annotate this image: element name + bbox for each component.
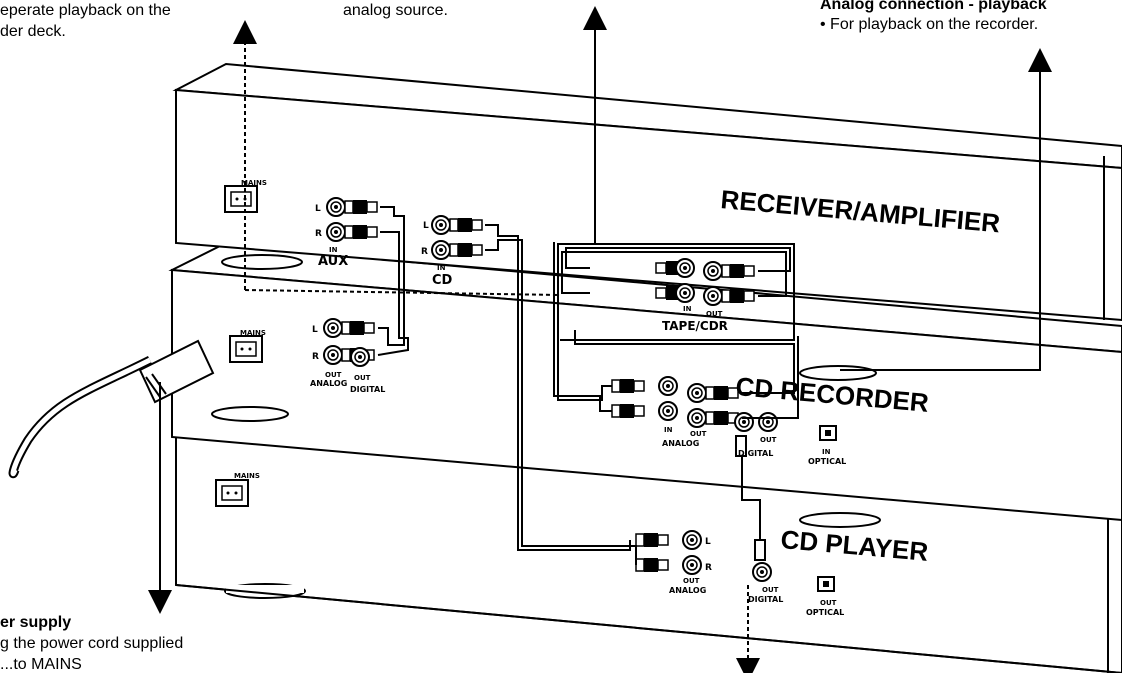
tape-in-label: IN	[683, 305, 692, 313]
tape-label: TAPE/CDR	[662, 319, 728, 333]
player-l-label: L	[705, 537, 711, 547]
rec-optical-label: OPTICAL	[808, 457, 846, 466]
receiver-mains-label: MAINS	[241, 179, 267, 187]
cd-r-label: R	[421, 247, 428, 257]
note-top-right-body: • For playback on the recorder.	[820, 16, 1039, 33]
cd-l-label: L	[423, 221, 429, 231]
note-top-right-title: Analog connection - playback	[820, 0, 1047, 13]
recorder-mains-label: MAINS	[240, 329, 266, 337]
rec-r-label: R	[312, 352, 319, 362]
player-digital-out-label: OUT	[762, 586, 779, 594]
note-bottom-left-line1: g the power cord supplied	[0, 635, 184, 652]
player-analog-label: ANALOG	[669, 586, 706, 595]
note-top-right: Analog connection - playback • For playb…	[820, 0, 1047, 35]
rec-l-label: L	[312, 325, 318, 335]
power-plug	[138, 339, 215, 404]
note-top-left-line2: der deck.	[0, 23, 66, 40]
aux-label: AUX	[318, 254, 348, 269]
rec-out-label: OUT	[325, 371, 342, 379]
player-r-label: R	[705, 563, 712, 573]
rec-optical-in-label: IN	[822, 448, 831, 456]
cables	[8, 206, 799, 565]
recorder-mains-socket	[229, 335, 263, 363]
rec-digital-out-label: OUT	[354, 374, 371, 382]
cd-label: CD	[432, 273, 453, 288]
player-digital-label: DIGITAL	[748, 595, 783, 604]
rec-analog-label: ANALOG	[310, 379, 347, 388]
note-bottom-left: er supply g the power cord supplied ...t…	[0, 612, 183, 675]
back-analog-label: ANALOG	[662, 439, 699, 448]
cd-recorder-unit	[168, 243, 1122, 528]
arrows	[148, 6, 1052, 673]
note-top-left: eperate playback on the der deck.	[0, 0, 171, 42]
back-out-label: OUT	[690, 430, 707, 438]
note-top-left-line1: eperate playback on the	[0, 2, 171, 19]
note-bottom-left-title: er supply	[0, 614, 72, 631]
player-optical-out-label: OUT	[820, 599, 837, 607]
receiver-mains-socket	[224, 185, 258, 213]
receiver-amplifier-unit	[172, 62, 1122, 381]
player-mains-label: MAINS	[234, 472, 260, 480]
rec-digital-label: DIGITAL	[350, 385, 385, 394]
aux-r-label: R	[315, 229, 322, 239]
back-in-label: IN	[664, 426, 673, 434]
cd-in-label: IN	[437, 264, 446, 272]
tape-out-label: OUT	[706, 310, 723, 318]
aux-l-label: L	[315, 204, 321, 214]
player-optical-label: OPTICAL	[806, 608, 844, 617]
note-bottom-left-line2: ...to MAINS	[0, 656, 82, 673]
aux-in-label: IN	[329, 246, 338, 254]
back-digital-label: DIGITAL	[738, 449, 773, 458]
back-digital-out-label: OUT	[760, 436, 777, 444]
player-out-label: OUT	[683, 577, 700, 585]
player-mains-socket	[215, 479, 249, 507]
note-top-center: analog source.	[343, 2, 448, 19]
